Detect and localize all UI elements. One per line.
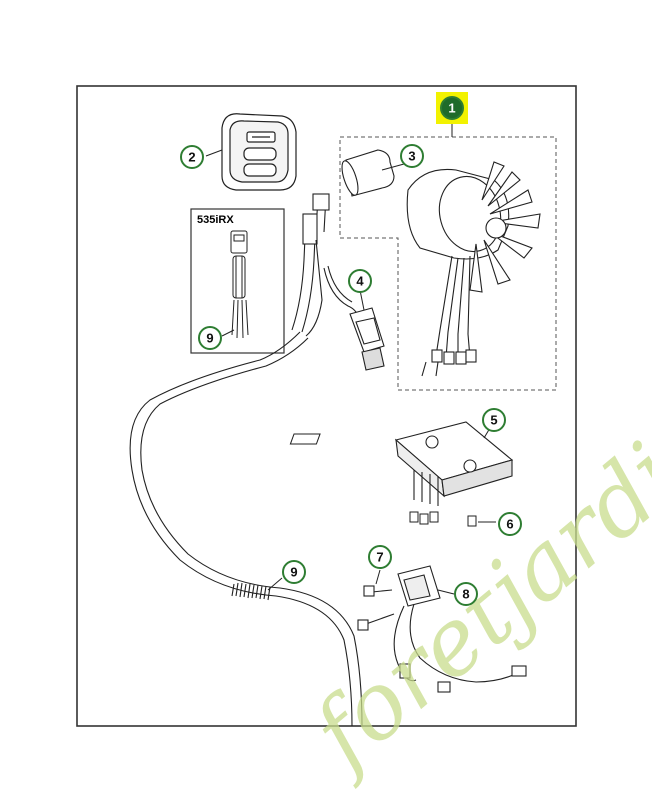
callout-c1: 1 <box>436 92 468 124</box>
callout-label: 9 <box>206 331 213 346</box>
callout-circle <box>348 269 372 293</box>
callout-circle <box>482 408 506 432</box>
motor-assembly-dashed-box <box>339 136 557 391</box>
callout-c9a: 9 <box>198 326 222 350</box>
callout-circle <box>400 144 424 168</box>
callout-c2: 2 <box>180 145 204 169</box>
callout-label: 5 <box>490 413 497 428</box>
callout-8-leader <box>437 589 455 595</box>
fan <box>469 161 541 293</box>
callout-circle <box>198 326 222 350</box>
callout-c7: 7 <box>368 545 392 569</box>
callout-c5: 5 <box>482 408 506 432</box>
callout-2-leader <box>205 149 223 157</box>
callout-label: 2 <box>188 150 195 165</box>
callout-c6: 6 <box>498 512 522 536</box>
callout-circle <box>498 512 522 536</box>
callout-label: 4 <box>356 274 364 289</box>
callout-7-leader <box>375 569 381 585</box>
callout-circle <box>440 96 464 120</box>
callout-circle <box>454 582 478 606</box>
callout-9b-leader <box>267 577 283 591</box>
callout-circle <box>368 545 392 569</box>
callout-c8: 8 <box>454 582 478 606</box>
callout-label: 7 <box>376 550 383 565</box>
motor-assembly <box>341 149 541 377</box>
callout-c9b: 9 <box>282 560 306 584</box>
connector-clip <box>323 265 385 371</box>
screws <box>409 511 477 527</box>
control-board <box>289 421 514 506</box>
harness-connector-small <box>230 230 249 339</box>
remote-control <box>221 113 297 191</box>
callout-label: 9 <box>290 565 297 580</box>
callout-c3: 3 <box>400 144 424 168</box>
callout-label: 1 <box>448 101 455 116</box>
switch-block <box>357 565 527 693</box>
callout-circle <box>282 560 306 584</box>
callout-label: 6 <box>506 517 513 532</box>
callout-9a-leader <box>221 329 235 337</box>
callout-label: 3 <box>408 149 415 164</box>
main-cable <box>129 193 363 727</box>
callout-c4: 4 <box>348 269 372 293</box>
callout-4-leader <box>359 289 365 311</box>
diagram-frame <box>76 85 577 727</box>
variant-box-title: 535iRX <box>197 214 234 226</box>
callout-label: 8 <box>462 587 469 602</box>
callout-3-leader <box>381 163 405 171</box>
callout-circle <box>180 145 204 169</box>
